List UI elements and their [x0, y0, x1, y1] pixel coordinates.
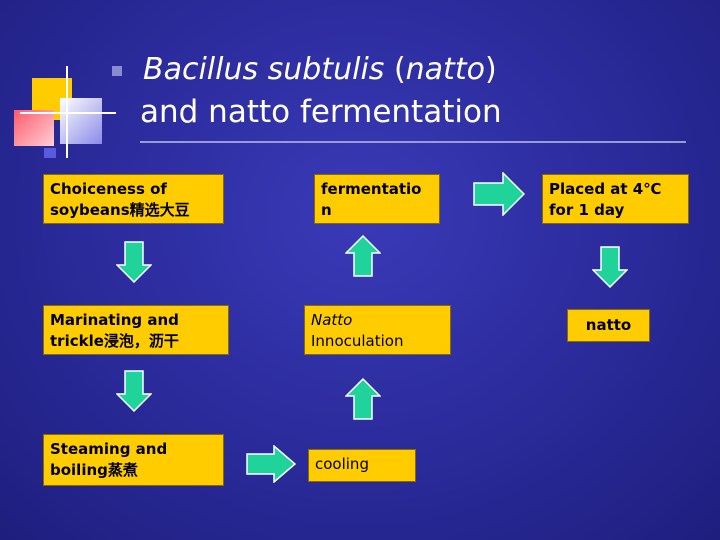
title-paren-open: ( — [384, 52, 406, 87]
arrow-right-1-icon — [246, 445, 296, 483]
title-underline — [140, 141, 686, 143]
arrow-down-1-icon — [116, 241, 152, 283]
title-bullet — [112, 66, 122, 76]
title-natto: natto — [405, 52, 485, 87]
arrow-up-1-icon — [345, 378, 381, 420]
step-cooling-box: cooling — [308, 449, 416, 482]
arrow-right-2-icon — [473, 172, 525, 216]
step-steaming-box: Steaming and boiling蒸煮 — [43, 434, 224, 486]
step-placed-box: Placed at 4℃ for 1 day — [542, 174, 689, 224]
arrow-up-2-icon — [345, 235, 381, 277]
step-inoculation-box: Natto Innoculation — [304, 305, 451, 355]
inoculation-natto-label: Natto — [311, 311, 353, 329]
inoculation-rest-label: Innoculation — [311, 332, 404, 350]
step-fermentation-box: fermentatio n — [314, 174, 440, 224]
step-natto-box: natto — [567, 309, 650, 342]
title-line-2: and natto fermentation — [140, 94, 502, 130]
title-paren-close: ) — [484, 52, 497, 87]
step-marinating-box: Marinating and trickle浸泡，沥干 — [43, 305, 229, 355]
arrow-down-3-icon — [592, 246, 628, 288]
arrow-down-2-icon — [116, 370, 152, 412]
title-line-1: Bacillus subtulis (natto) — [143, 55, 497, 85]
title-species: Bacillus subtulis — [143, 52, 385, 87]
step-choiceness-box: Choiceness of soybeans精选大豆 — [43, 174, 224, 224]
